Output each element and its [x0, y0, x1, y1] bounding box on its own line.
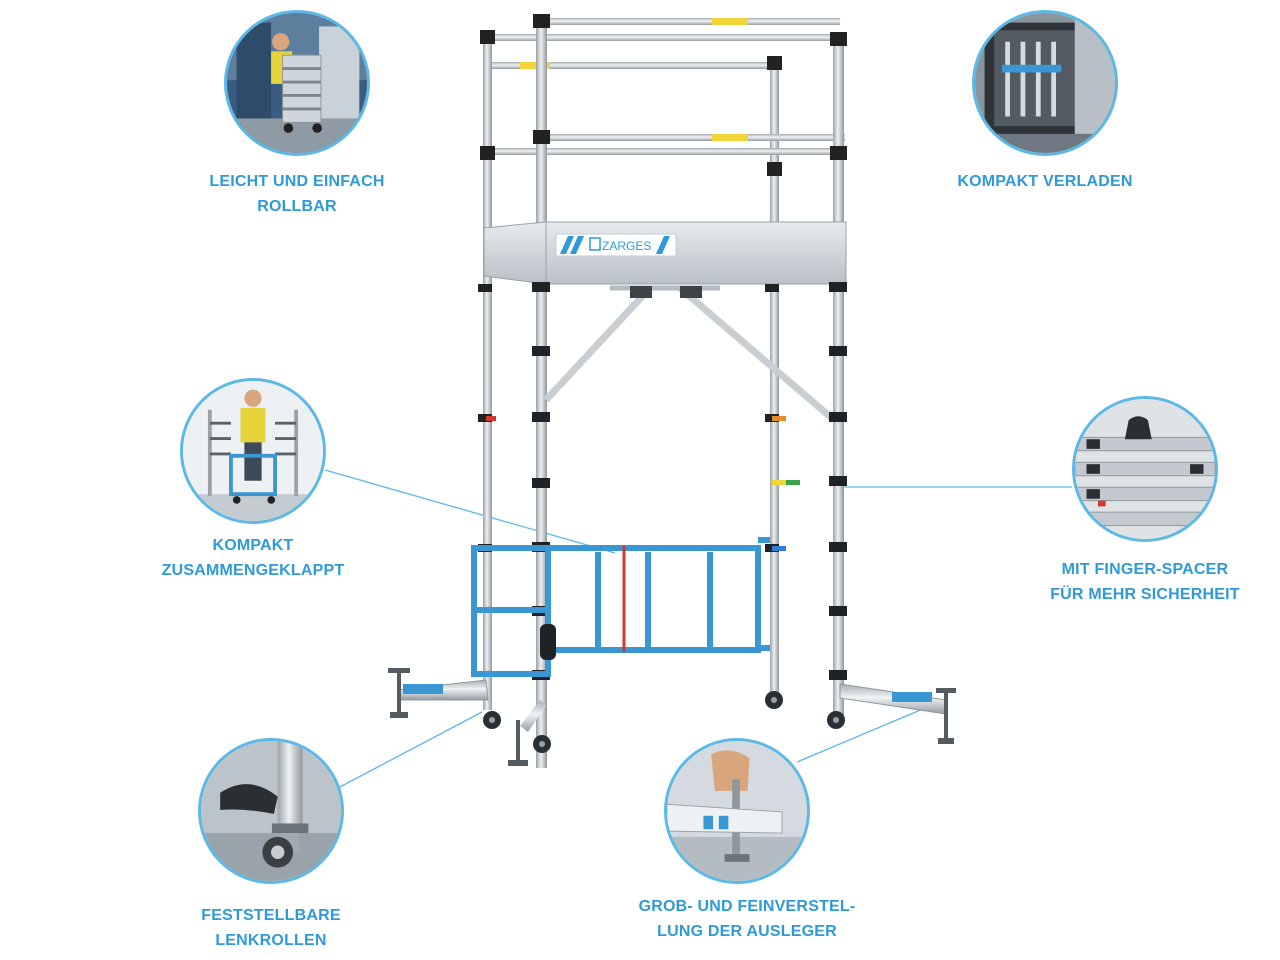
brand-logo-text: ZARGES [602, 239, 651, 253]
zusammengeklappt-caption: KOMPAKT ZUSAMMENGEKLAPPT [123, 533, 383, 583]
rollbar-caption-line-1: LEICHT UND EINFACH [209, 173, 385, 190]
verladen-photo [972, 10, 1118, 156]
lenkrollen-caption-line-1: FESTSTELLBARE [201, 907, 341, 924]
rollbar-caption: LEICHT UND EINFACH ROLLBAR [167, 169, 427, 219]
zusammengeklappt-photo [180, 378, 326, 524]
verladen-caption: KOMPAKT VERLADEN [915, 169, 1175, 194]
ausleger-caption: GROB- UND FEINVERSTEL- LUNG DER AUSLEGER [617, 894, 877, 944]
finger-spacer-photo [1072, 396, 1218, 542]
finger-spacer-caption: MIT FINGER-SPACER FÜR MEHR SICHERHEIT [1015, 557, 1275, 607]
verladen-caption-line-1: KOMPAKT VERLADEN [957, 173, 1133, 190]
ausleger-caption-line-2: LUNG DER AUSLEGER [657, 923, 837, 940]
finger-spacer-caption-line-2: FÜR MEHR SICHERHEIT [1050, 586, 1240, 603]
ausleger-photo [664, 738, 810, 884]
finger-spacer-caption-line-1: MIT FINGER-SPACER [1061, 561, 1229, 578]
lenkrollen-caption: FESTSTELLBARE LENKROLLEN [141, 903, 401, 953]
ausleger-caption-line-1: GROB- UND FEINVERSTEL- [638, 898, 856, 915]
lenkrollen-photo [198, 738, 344, 884]
lenkrollen-caption-line-2: LENKROLLEN [215, 932, 327, 949]
zusammengeklappt-caption-line-1: KOMPAKT [212, 537, 294, 554]
rollbar-caption-line-2: ROLLBAR [257, 198, 337, 215]
zusammengeklappt-caption-line-2: ZUSAMMENGEKLAPPT [161, 562, 345, 579]
rollbar-photo [224, 10, 370, 156]
